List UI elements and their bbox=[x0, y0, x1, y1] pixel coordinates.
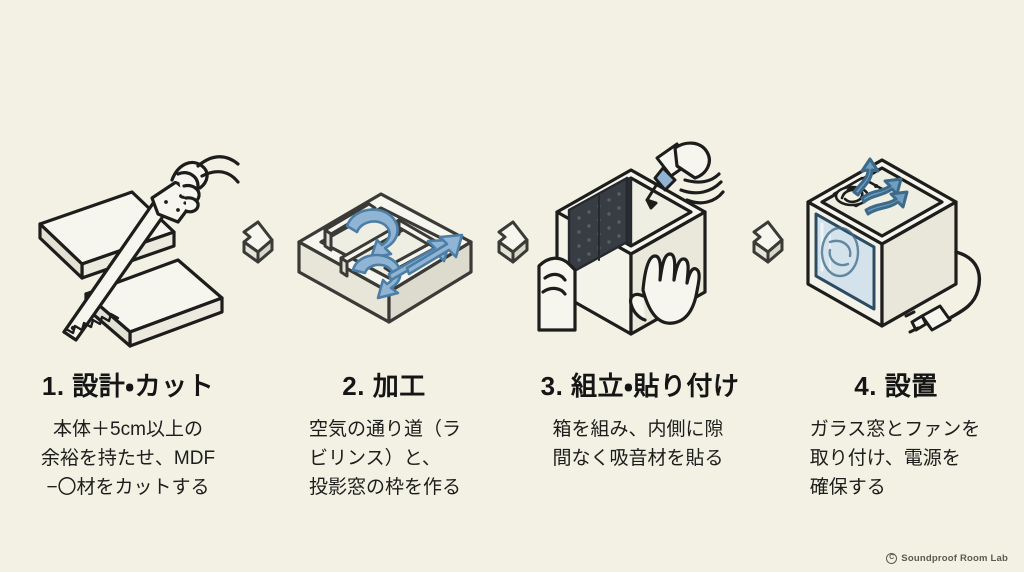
step-1-body-line-3: −〇材をカットする bbox=[46, 477, 210, 499]
labyrinth-airflow-box-icon bbox=[297, 192, 473, 324]
step-2-title: 2. 加工 bbox=[342, 371, 426, 401]
chevron-right-3d-icon bbox=[752, 220, 784, 264]
illustration-step-3 bbox=[535, 132, 743, 360]
chevron-right-3d-icon bbox=[242, 220, 274, 264]
step-column-1: 1. 設計・カット 本体＋5cm以上の 余裕を持たせ、MDF −〇材をカットする bbox=[0, 372, 256, 503]
caption-row: 1. 設計・カット 本体＋5cm以上の 余裕を持たせ、MDF −〇材をカットする… bbox=[0, 372, 1024, 542]
footer-credit: C Soundproof Room Lab bbox=[886, 553, 1008, 564]
footer-credit-text: Soundproof Room Lab bbox=[901, 553, 1008, 564]
step-2-body: 空気の通り道（ラ ビリンス）と、 投影窓の枠を作る bbox=[309, 415, 461, 503]
step-1-body-line-2: 余裕を持たせ、MDF bbox=[40, 448, 216, 470]
step-3-body-line-1: 箱を組み、内側に隙 bbox=[552, 418, 724, 440]
step-1-body-line-1: 本体＋5cm以上の bbox=[53, 418, 203, 440]
hand-saw-cutting-board-icon bbox=[38, 155, 240, 348]
step-3-body-line-2: 間なく吸音材を貼る bbox=[552, 448, 724, 470]
step-column-2: 2. 加工 空気の通り道（ラ ビリンス）と、 投影窓の枠を作る bbox=[256, 372, 512, 503]
connector-3 bbox=[744, 132, 790, 360]
connector-2 bbox=[489, 132, 535, 360]
step-4-body-line-1: ガラス窓とファンを bbox=[809, 418, 981, 440]
step-column-4: 4. 設置 ガラス窓とファンを 取り付け、電源を 確保する bbox=[768, 372, 1024, 503]
step-3-body: 箱を組み、内側に隙 間なく吸音材を貼る bbox=[552, 415, 723, 474]
step-2-body-line-1: 空気の通り道（ラ bbox=[308, 418, 461, 440]
step-4-body-line-3: 確保する bbox=[809, 477, 886, 499]
illustration-strip bbox=[0, 132, 1024, 360]
step-4-body: ガラス窓とファンを 取り付け、電源を 確保する bbox=[810, 415, 981, 503]
connector-1 bbox=[234, 132, 280, 360]
step-2-body-line-3: 投影窓の枠を作る bbox=[308, 477, 461, 499]
chevron-right-3d-icon bbox=[497, 220, 529, 264]
step-3-title: 3. 組立・貼り付け bbox=[540, 371, 740, 401]
step-1-title: 1. 設計・カット bbox=[41, 371, 215, 401]
illustration-step-2 bbox=[281, 132, 489, 360]
illustration-step-1 bbox=[26, 132, 240, 360]
step-column-3: 3. 組立・貼り付け 箱を組み、内側に隙 間なく吸音材を貼る bbox=[512, 372, 768, 473]
copyright-icon: C bbox=[886, 553, 898, 564]
finished-box-fan-window-icon bbox=[806, 157, 982, 334]
illustration-step-4 bbox=[790, 132, 998, 360]
step-4-title: 4. 設置 bbox=[854, 371, 938, 401]
step-4-body-line-2: 取り付け、電源を bbox=[809, 448, 961, 470]
box-assembly-foam-glue-icon bbox=[537, 141, 725, 336]
step-2-body-line-2: ビリンス）と、 bbox=[308, 448, 441, 470]
step-1-body: 本体＋5cm以上の 余裕を持たせ、MDF −〇材をカットする bbox=[41, 415, 215, 503]
